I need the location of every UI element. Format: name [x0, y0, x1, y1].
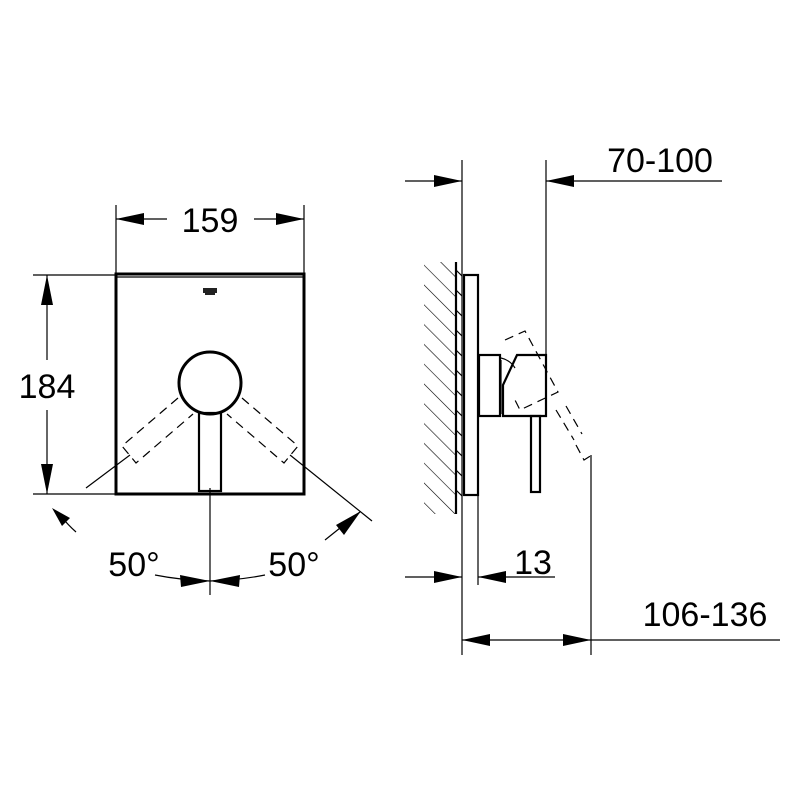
handle-knob	[177, 350, 243, 416]
width-dimension-label: 159	[182, 202, 239, 240]
valve-body	[477, 353, 502, 418]
front-view: 159 184 50° 50°	[19, 202, 373, 595]
lever-rotated-right	[226, 397, 299, 464]
lever-rotated-left	[121, 397, 194, 464]
depth-bottom-label: 106-136	[643, 596, 768, 634]
height-dimension-label: 184	[19, 368, 76, 406]
wall-hatch	[424, 262, 456, 514]
side-view: 70-100 13 106-136	[405, 142, 780, 655]
tile-hatch	[455, 269, 463, 497]
cover-plate	[114, 272, 306, 496]
handle-head-side	[501, 353, 548, 418]
angle-left-label: 50°	[108, 546, 159, 584]
depth-top-label: 70-100	[607, 142, 713, 180]
cover-plate-side	[462, 273, 480, 497]
plate-thickness-label: 13	[514, 544, 552, 582]
handle-lever-side	[529, 414, 542, 494]
handle-lever	[197, 411, 223, 493]
angle-right-label: 50°	[268, 546, 319, 584]
brand-logo-icon	[203, 288, 217, 295]
